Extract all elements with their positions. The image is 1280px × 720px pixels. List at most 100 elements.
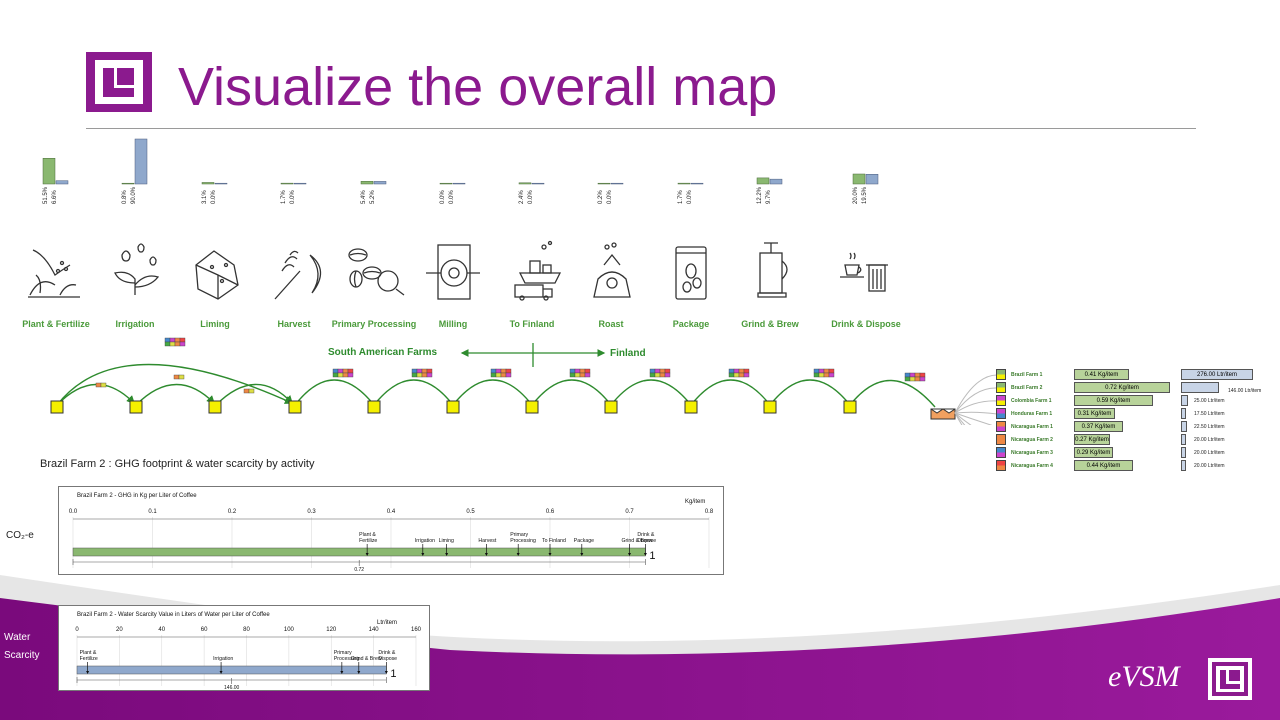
share-label: 51.5% (43, 186, 49, 204)
farm-swatch (996, 395, 1006, 406)
ship-truck-icon (514, 240, 562, 301)
farm-ghg-bar: 0.41 Kg/item (1074, 369, 1129, 380)
activity-label: Milling (438, 319, 468, 329)
farm-name: Nicaragua Farm 4 (1011, 463, 1053, 469)
activity-marker-label: Dispose (378, 656, 397, 662)
farm-swatch (996, 460, 1006, 471)
activity-marker-label: Irrigation (213, 656, 233, 662)
share-bar-green (42, 158, 56, 185)
activity-label: Package (672, 319, 710, 329)
share-bar-blue (610, 182, 624, 185)
coffee-bag-icon (675, 246, 707, 300)
share-bar-green (121, 182, 135, 185)
farm-swatch (996, 421, 1006, 432)
roaster-icon (593, 242, 631, 298)
brand-name: eVSM (1108, 660, 1180, 693)
farm-ghg-bar: 0.37 Kg/item (1074, 421, 1123, 432)
axis-tick-label: 0.6 (546, 509, 555, 515)
total-value-label: 146.00 (224, 685, 240, 690)
activity-label: Plant & Fertilize (22, 319, 90, 329)
axis-tick-label: 160 (411, 627, 422, 633)
activity-marker-label: Irrigation (415, 538, 435, 544)
axis-tick-label: 20 (116, 627, 123, 633)
share-label: 0.0% (687, 190, 693, 204)
mill-icon (426, 244, 480, 300)
farm-water-bar: 17.50 Ltr/item (1181, 408, 1186, 419)
activity-marker-label: Processing (334, 656, 360, 662)
activity-label: Drink & Dispose (831, 319, 901, 329)
farm-water-value: 20.00 Ltr/item (1194, 437, 1225, 443)
share-bar-blue (293, 182, 307, 185)
total-value-label: 0.72 (354, 567, 364, 573)
water-panel-unit: Ltr/item (377, 620, 398, 626)
share-label: 1.7% (281, 190, 287, 204)
activity-marker-arrow (548, 553, 552, 556)
farm-swatch (996, 369, 1006, 380)
activity-label: Primary Processing (331, 319, 417, 329)
axis-tick-label: 0.2 (228, 509, 237, 515)
section-title: Brazil Farm 2 : GHG footprint & water sc… (40, 458, 315, 470)
activity-marker-arrow (628, 553, 631, 556)
activity-marker-label: Harvest (478, 538, 496, 544)
activity-marker-label: Plant & (359, 532, 376, 538)
flow-nodes (50, 400, 857, 414)
farm-water-bar: 20.00 Ltr/item (1181, 460, 1186, 471)
farm-water-value: 146.00 Ltr/item (1228, 388, 1262, 394)
farm-water-value: 17.50 Ltr/item (1194, 411, 1225, 417)
activity-marker-label: Processing (510, 538, 536, 544)
share-label: 20.0% (853, 186, 859, 204)
axis-tick-label: 0 (75, 627, 79, 633)
share-label: 0.0% (449, 190, 455, 204)
share-label: 9.7% (766, 190, 772, 204)
water-side-label-1: Water (4, 632, 31, 643)
farm-ghg-bar: 0.29 Kg/item (1074, 447, 1113, 458)
axis-tick-label: 40 (158, 627, 165, 633)
activity-marker-label: Drink & (378, 650, 396, 656)
axis-tick-label: 0.4 (387, 509, 396, 515)
cup-bin-icon (840, 252, 888, 292)
share-bar-green (677, 182, 691, 185)
brand-logo-icon (1208, 658, 1252, 700)
share-bar-blue (214, 182, 228, 185)
share-bar-green (280, 182, 294, 185)
region-label-finland: Finland (610, 348, 646, 359)
share-bar-blue (769, 178, 783, 185)
axis-tick-label: 0.7 (625, 509, 634, 515)
farm-water-bar: 22.50 Ltr/item (1181, 421, 1187, 432)
coffee-beans-icon (348, 248, 405, 296)
farm-ghg-bar: 0.44 Kg/item (1074, 460, 1133, 471)
flow-tags (95, 337, 926, 394)
share-label: 90.0% (131, 186, 137, 204)
share-label: 5.2% (370, 190, 376, 204)
farm-ghg-bar: 0.72 Kg/item (1074, 382, 1170, 393)
value-stream-map (50, 337, 998, 425)
french-press-icon (757, 242, 788, 298)
farm-ghg-bar: 0.59 Kg/item (1074, 395, 1153, 406)
activity-marker-label: Fertilize (80, 656, 98, 662)
farm-water-bar: 25.00 Ltr/item (1181, 395, 1188, 406)
farm-name: Nicaragua Farm 1 (1011, 424, 1053, 430)
activity-marker-arrow (384, 671, 388, 674)
farm-swatch (996, 408, 1006, 419)
activity-marker-arrow (421, 553, 425, 556)
activity-label: Harvest (277, 319, 311, 329)
axis-tick-label: 60 (201, 627, 208, 633)
activity-marker-arrow (484, 553, 488, 556)
share-bar-blue (865, 174, 879, 185)
end-node (930, 408, 956, 420)
share-label: 0.0% (211, 190, 217, 204)
harvest-icon (274, 250, 322, 300)
water-panel: Brazil Farm 2 - Water Scarcity Value in … (58, 605, 430, 691)
axis-tick-label: 0.3 (307, 509, 316, 515)
activity-marker-arrow (219, 671, 223, 674)
share-bar-blue (373, 181, 387, 185)
total-bar (72, 547, 646, 557)
share-label: 12.2% (757, 186, 763, 204)
activity-marker-arrow (365, 553, 369, 556)
region-label-south-american: South American Farms (328, 347, 438, 358)
farm-name: Brazil Farm 1 (1011, 372, 1043, 378)
farm-water-value: 20.00 Ltr/item (1194, 463, 1225, 469)
activity-label: To Finland (509, 319, 555, 329)
share-bar-green (597, 182, 611, 185)
